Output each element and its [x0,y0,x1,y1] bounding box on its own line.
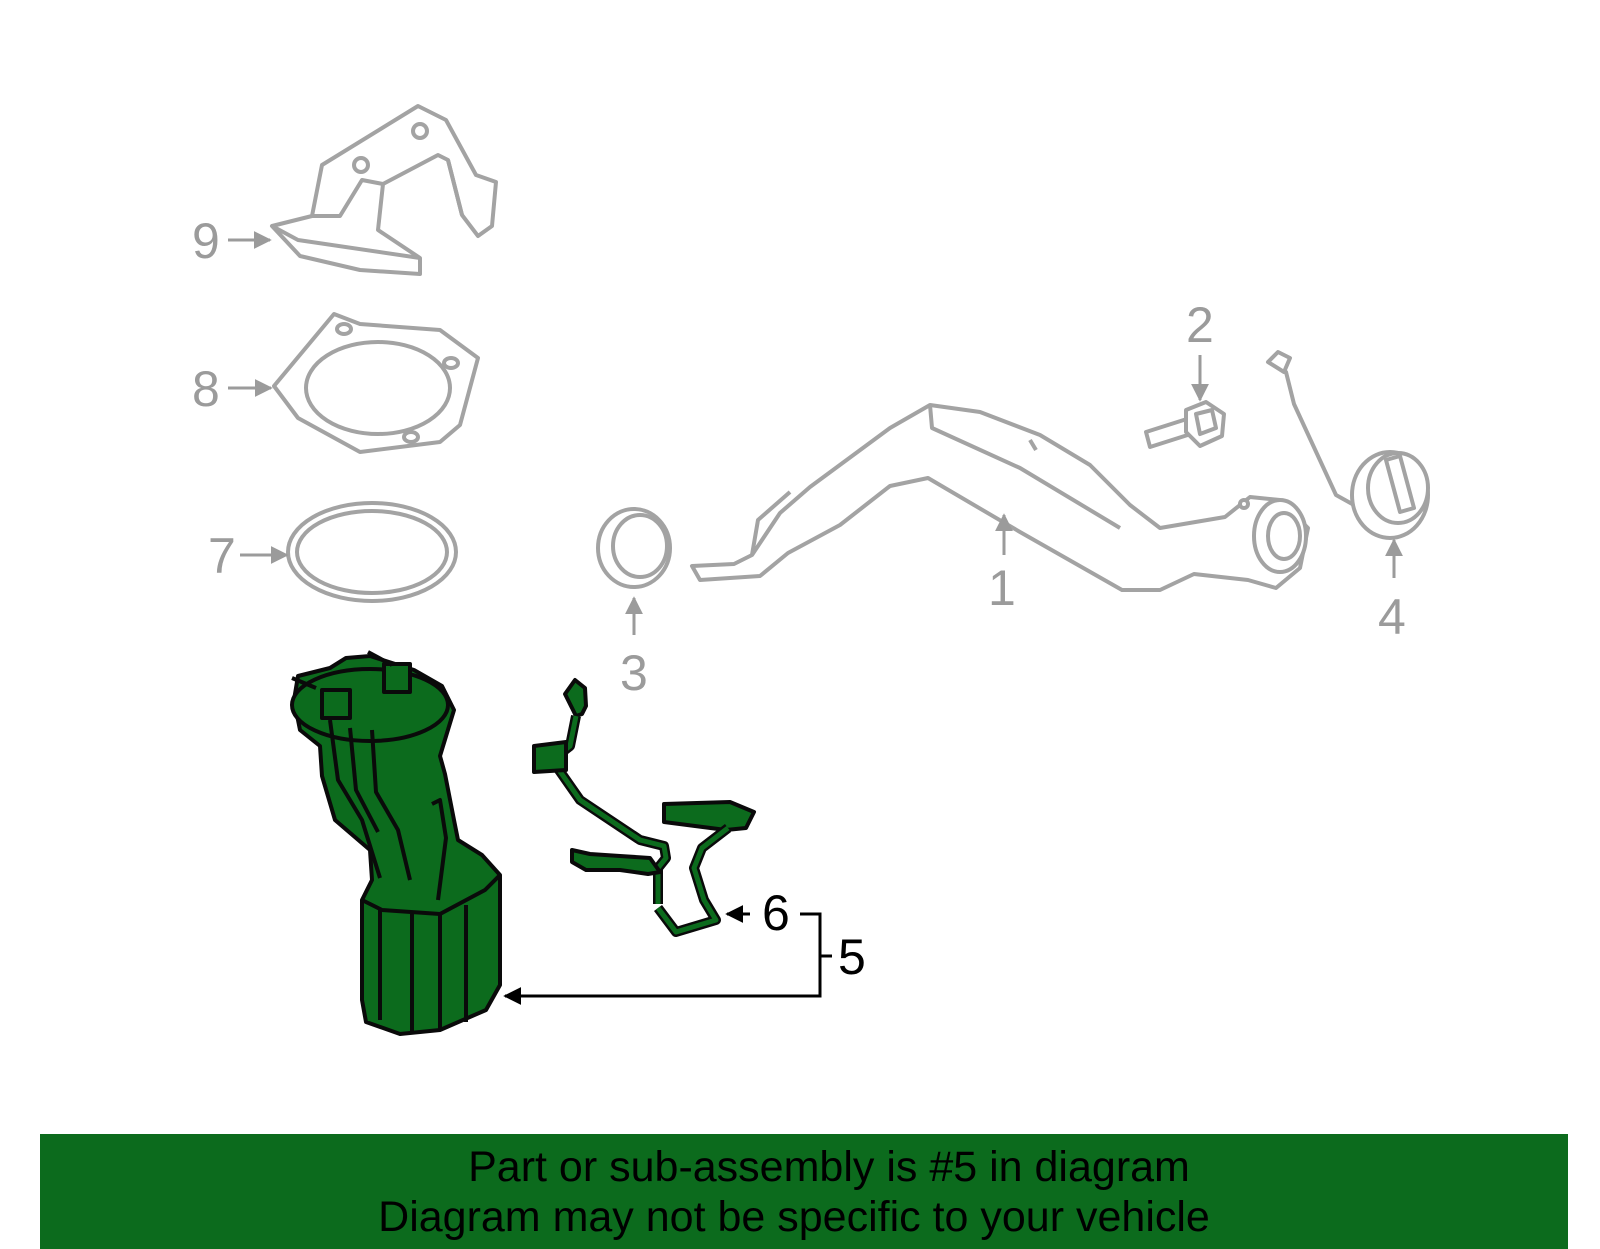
leader-lines-gray [228,231,1403,635]
info-banner: Part or sub-assembly is #5 in diagram Di… [40,1134,1568,1249]
part-2-bolt[interactable] [1144,400,1226,449]
banner-background [40,1134,1568,1249]
callout-2: 2 [1186,297,1214,353]
callout-3: 3 [620,645,648,701]
callout-9: 9 [192,213,220,269]
leader-lines-black [503,905,832,1005]
callout-4: 4 [1378,589,1406,645]
part-1-filler-pipe[interactable] [690,403,1310,592]
callout-8: 8 [192,361,220,417]
callout-1: 1 [988,560,1016,616]
part-7-o-ring[interactable] [286,501,458,603]
part-5-fuel-pump-module[interactable] [290,650,502,1036]
banner-text-disclaimer: Diagram may not be specific to your vehi… [378,1192,1210,1241]
callout-5: 5 [838,929,866,985]
banner-text-part-number: Part or sub-assembly is #5 in diagram [468,1142,1190,1191]
callout-6: 6 [762,885,790,941]
part-3-seal[interactable] [596,507,672,589]
part-4-fuel-cap[interactable] [1266,350,1430,540]
part-8-plate[interactable] [272,312,480,454]
callout-7: 7 [208,528,236,584]
part-9-bracket[interactable] [270,104,498,276]
part-6-wiring-harness[interactable] [532,678,756,937]
